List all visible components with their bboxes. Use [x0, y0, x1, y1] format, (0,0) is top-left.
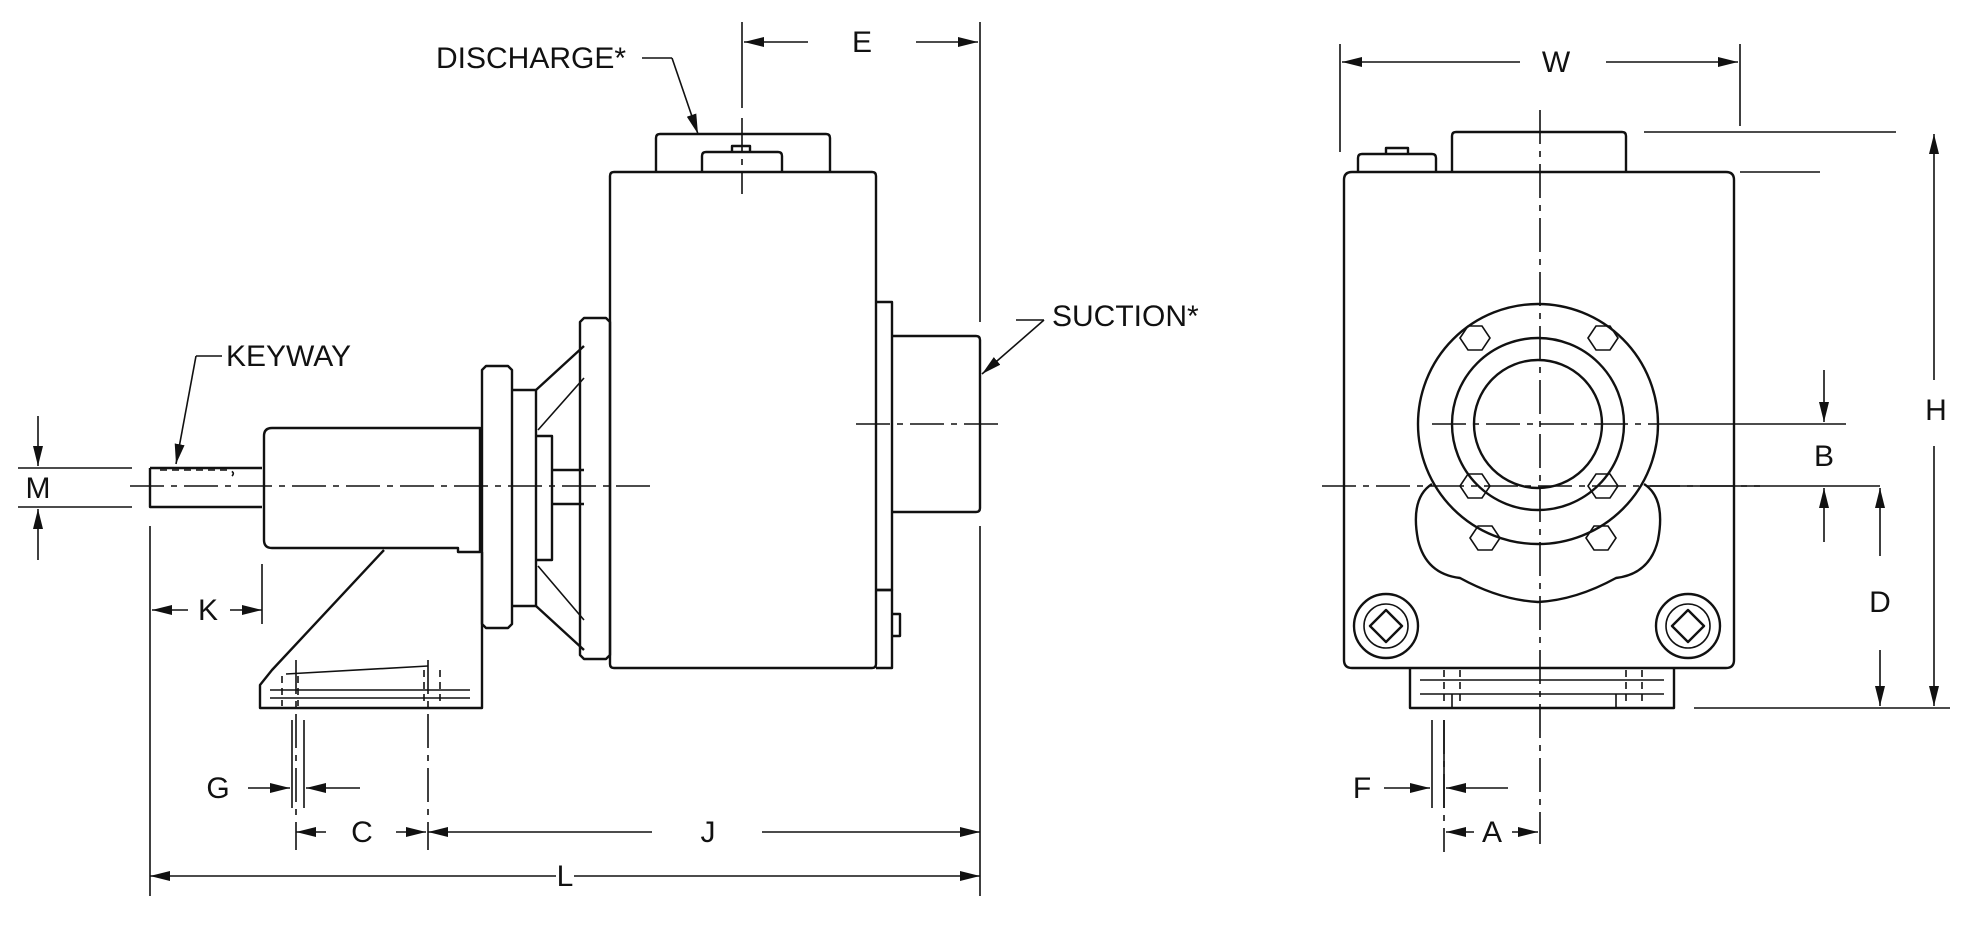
dim-f-label: F [1353, 772, 1371, 805]
bearing-housing [262, 426, 482, 554]
dimensions-front: W H B D F A [1339, 44, 1950, 852]
dim-w-label: W [1542, 46, 1571, 79]
dim-m-label: M [26, 472, 51, 505]
dim-g-label: G [206, 772, 229, 805]
shaft [148, 466, 262, 509]
front-view [1322, 110, 1760, 844]
dimensions-side: L J C G K M E DISCHARGE* SUC [18, 22, 1199, 896]
dim-c-label: C [351, 816, 373, 849]
dim-h-label: H [1925, 394, 1947, 427]
suction-label: SUCTION* [1052, 300, 1199, 333]
suction-flange [1414, 302, 1662, 604]
dim-a-label: A [1482, 816, 1502, 849]
mounting-flange [480, 364, 514, 630]
pump-casing [608, 170, 878, 670]
dim-k-label: K [198, 594, 218, 627]
front-casing [1342, 170, 1736, 670]
back-plate [578, 316, 612, 661]
dim-e-label: E [852, 26, 872, 59]
front-base [1408, 668, 1676, 710]
discharge-label: DISCHARGE* [436, 42, 626, 75]
drain-plug-right [1654, 592, 1722, 660]
drain-plug-left [1352, 592, 1420, 660]
discharge-nozzle [654, 132, 832, 172]
keyway-label: KEYWAY [226, 340, 351, 373]
dim-b-label: B [1814, 440, 1834, 473]
front-discharge-flange [1450, 130, 1628, 172]
side-view [130, 118, 1002, 710]
dim-d-label: D [1869, 586, 1891, 619]
foot-bolt-holes [270, 670, 470, 706]
adapter-ribs [535, 345, 585, 651]
pedestal-foot [258, 549, 484, 710]
dim-l-label: L [557, 860, 574, 893]
dim-j-label: J [701, 816, 716, 849]
